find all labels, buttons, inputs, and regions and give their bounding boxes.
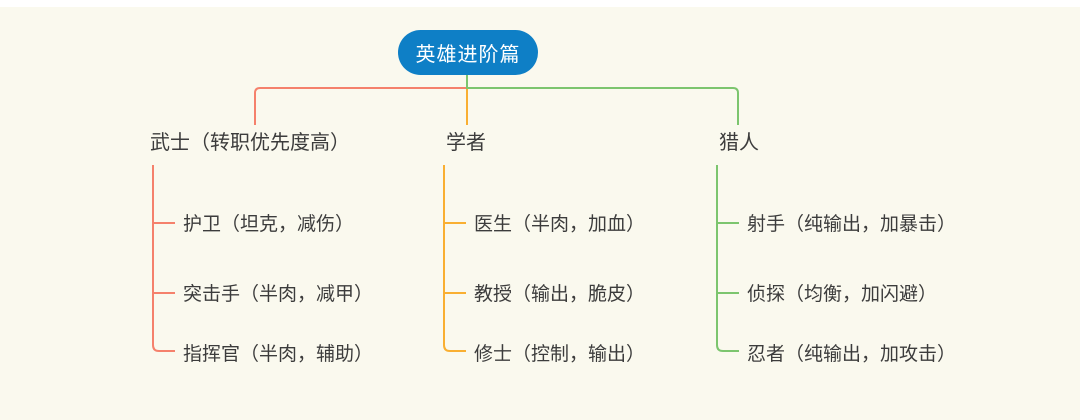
child-topic-scholar-1[interactable]: 医生（半肉，加血） bbox=[474, 214, 646, 235]
root-topic[interactable]: 英雄进阶篇 bbox=[398, 30, 538, 75]
branch1-spine-connector bbox=[152, 165, 175, 352]
child-topic-scholar-2[interactable]: 教授（输出，脆皮） bbox=[474, 284, 646, 305]
branch1-top-connector bbox=[254, 87, 467, 125]
child-topic-warrior-1[interactable]: 护卫（坦克，减伤） bbox=[183, 214, 355, 235]
root-topic-label: 英雄进阶篇 bbox=[415, 44, 521, 66]
child-topic-warrior-3[interactable]: 指挥官（半肉，辅助） bbox=[183, 344, 374, 365]
top-white-strip bbox=[0, 0, 1080, 7]
root-topic-shape bbox=[398, 30, 538, 75]
branch3-top-connector bbox=[466, 75, 739, 125]
child-topic-scholar-3[interactable]: 修士（控制，输出） bbox=[474, 344, 646, 365]
branch3-spine-connector bbox=[716, 165, 739, 352]
branch-topic-warrior[interactable]: 武士（转职优先度高） bbox=[150, 132, 350, 154]
branch-topic-hunter[interactable]: 猎人 bbox=[719, 132, 759, 154]
child-topic-hunter-2[interactable]: 侦探（均衡，加闪避） bbox=[747, 284, 938, 305]
branch2-spine-connector bbox=[443, 165, 466, 352]
branch-topic-scholar[interactable]: 学者 bbox=[446, 132, 486, 154]
child-topic-hunter-1[interactable]: 射手（纯输出，加暴击） bbox=[747, 214, 957, 235]
child-topic-warrior-2[interactable]: 突击手（半肉，减甲） bbox=[183, 284, 374, 305]
child-topic-hunter-3[interactable]: 忍者（纯输出，加攻击） bbox=[747, 344, 957, 365]
